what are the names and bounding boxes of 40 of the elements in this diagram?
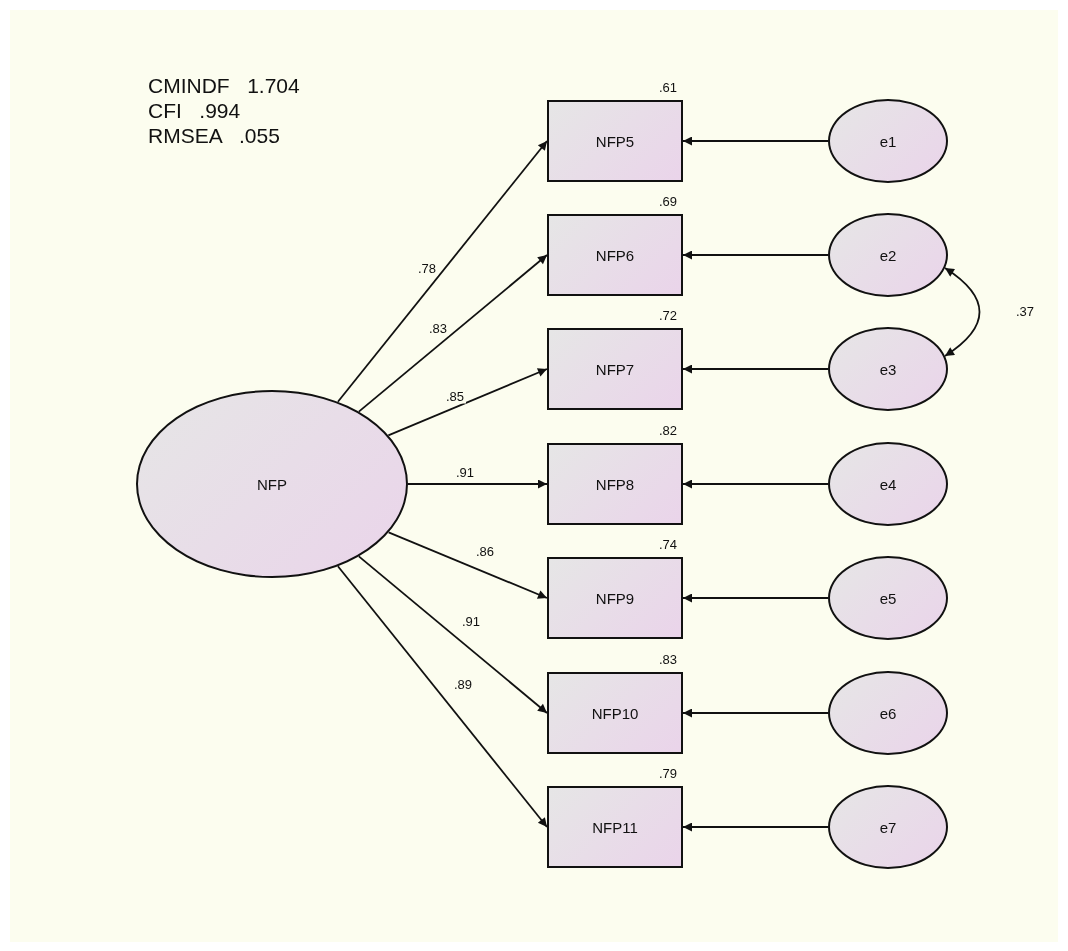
path-arrow [337, 565, 548, 828]
variable-label: NFP6 [595, 246, 635, 264]
path-arrow [682, 479, 829, 489]
r-squared-value: .74 [658, 537, 677, 552]
r-squared-value: .82 [658, 423, 677, 438]
path-arrow [357, 555, 548, 714]
r-squared-value: .61 [658, 80, 677, 95]
path-arrow [682, 136, 829, 146]
variable-label: e7 [879, 818, 897, 836]
path-arrow [407, 479, 548, 489]
r-squared-value: .83 [658, 652, 677, 667]
r-squared-value: .72 [658, 308, 677, 323]
path-arrow [682, 822, 829, 832]
variable-label: NFP11 [592, 818, 638, 836]
variable-label: NFP7 [595, 360, 635, 378]
variable-label: e3 [879, 360, 897, 378]
path-arrow [357, 254, 548, 413]
variable-label: NFP8 [595, 475, 635, 493]
fit-statistic: RMSEA .055 [148, 124, 280, 148]
path-arrow [337, 140, 548, 403]
variable-label: e4 [879, 475, 897, 493]
r-squared-value: .79 [658, 766, 677, 781]
variable-label: e5 [879, 589, 897, 607]
fit-statistic: CFI .994 [148, 99, 241, 123]
path-arrow [387, 368, 548, 437]
fit-statistic: CMINDF 1.704 [148, 74, 300, 98]
variable-label: e6 [879, 704, 897, 722]
path-arrow [682, 708, 829, 718]
variable-label: e2 [879, 246, 897, 264]
variable-label: e1 [879, 132, 897, 150]
variable-label: NFP10 [591, 704, 639, 722]
path-arrow [387, 531, 548, 599]
covariance-arrow [944, 267, 981, 357]
path-arrow [682, 593, 829, 603]
path-arrow [682, 364, 829, 374]
path-arrow [682, 250, 829, 260]
r-squared-value: .69 [658, 194, 677, 209]
variable-label: NFP9 [595, 589, 635, 607]
variable-label: NFP5 [595, 132, 635, 150]
variable-label: NFP [257, 475, 287, 493]
